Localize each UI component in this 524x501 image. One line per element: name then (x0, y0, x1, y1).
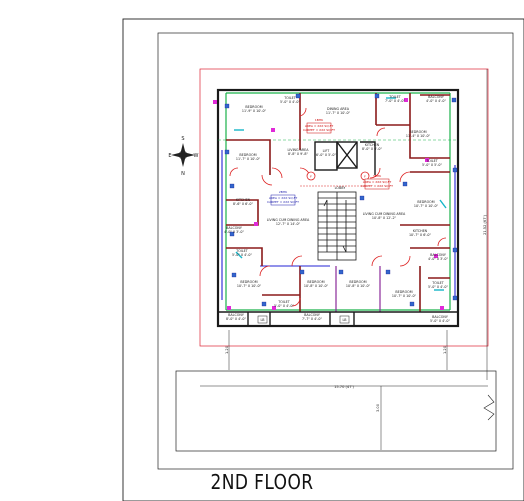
svg-text:LB: LB (342, 318, 347, 322)
building-outline (216, 88, 460, 328)
svg-text:4'-0" X 3'-0": 4'-0" X 3'-0" (224, 230, 244, 234)
svg-text:10'-7" X 6'-0": 10'-7" X 6'-0" (409, 233, 432, 237)
unit-tag-3: 3BHK AREA = XXX SQ.FT CARPET = XXX SQ.FT (361, 174, 393, 190)
svg-text:5'-0" X 4'-0": 5'-0" X 4'-0" (430, 319, 450, 323)
lb-boxes: LB LB (257, 315, 350, 324)
room-toilet-t1: TOILET (283, 96, 297, 100)
svg-text:8'-8" X 9'-8": 8'-8" X 9'-8" (288, 152, 308, 156)
svg-text:4'-0" X 4'-0": 4'-0" X 4'-0" (426, 99, 446, 103)
fire-marker-1 (306, 171, 316, 181)
svg-text:5'-0" X 4'-0": 5'-0" X 4'-0" (232, 253, 252, 257)
north-compass: S N E W (168, 136, 198, 177)
svg-text:2BHK: 2BHK (279, 190, 288, 194)
room-bedroom-bl: BEDROOM (240, 280, 257, 284)
depth-dimension: 21.52 (67') (483, 215, 487, 235)
svg-text:10'-7" X 10'-0": 10'-7" X 10'-0" (237, 284, 262, 288)
room-bedroom-tl: BEDROOM (245, 105, 262, 109)
room-toilet-ml: TOILET (235, 249, 249, 253)
room-toilet-br: TOILET (431, 281, 445, 285)
room-bedroom-ml: BEDROOM (239, 153, 256, 157)
svg-text:5'-0" X 4'-0": 5'-0" X 4'-0" (274, 304, 294, 308)
room-toilet-tr: TOILET (388, 95, 402, 99)
svg-text:10'-7" X 10'-0": 10'-7" X 10'-0" (414, 204, 439, 208)
unit-tag-1: 1BHK AREA = XXX SQ.FT CARPET = XXX SQ.FT (303, 118, 335, 134)
svg-text:AREA = XXX SQ.FT: AREA = XXX SQ.FT (363, 180, 392, 184)
svg-text:AREA = XXX SQ.FT: AREA = XXX SQ.FT (305, 124, 334, 128)
svg-text:10'-8" X 10'-0": 10'-8" X 10'-0" (346, 284, 371, 288)
plot-boundary (199, 68, 489, 347)
svg-text:CARPET = XXX SQ.FT: CARPET = XXX SQ.FT (361, 184, 393, 188)
svg-text:S: S (181, 136, 184, 142)
svg-text:8'-6" X 6'-0": 8'-6" X 6'-0" (233, 202, 253, 206)
room-living-top: LIVING AREA (288, 148, 310, 152)
svg-text:10'-7" X 10'-0": 10'-7" X 10'-0" (392, 294, 417, 298)
floor-title: 2ND FLOOR (210, 470, 314, 494)
svg-text:E: E (168, 153, 171, 159)
svg-text:AREA = XXX SQ.FT: AREA = XXX SQ.FT (269, 196, 298, 200)
svg-text:7'-7" X 4'-0": 7'-7" X 4'-0" (302, 317, 322, 321)
cyan-markers (234, 97, 447, 291)
svg-text:11'-7" X 10'-0": 11'-7" X 10'-0" (326, 111, 351, 115)
svg-text:12'-7" X 14'-0": 12'-7" X 14'-0" (276, 222, 301, 226)
room-bedroom-mr: BEDROOM (417, 200, 434, 204)
svg-text:F: F (364, 175, 366, 179)
svg-text:11'-4" X 10'-0": 11'-4" X 10'-0" (406, 134, 431, 138)
lobby-label: LOBBY (335, 186, 347, 190)
room-bedroom-tr: BEDROOM (409, 130, 426, 134)
unit-tag-2: 2BHK AREA = XXX SQ.FT CARPET = XXX SQ.FT (267, 190, 299, 206)
room-toilet-bc: TOILET (277, 300, 291, 304)
room-living-left: LIVING CUM DINING AREA (267, 218, 310, 222)
svg-text:8'-0" X 6'-0": 8'-0" X 6'-0" (362, 147, 382, 151)
room-bedroom-bc2: BEDROOM (349, 280, 366, 284)
staircase (317, 191, 357, 261)
room-balcony-ml: BALCONY (226, 226, 243, 230)
setback-right: 1.20 (443, 345, 447, 354)
room-bedroom-br: BEDROOM (395, 290, 412, 294)
svg-text:6'-0" X 5'-0": 6'-0" X 5'-0" (316, 153, 336, 157)
room-kitchen-right: KITCHEN (413, 229, 428, 233)
svg-text:F: F (310, 175, 312, 179)
svg-text:7'-0" X 4'-0": 7'-0" X 4'-0" (385, 99, 405, 103)
svg-text:CARPET = XXX SQ.FT: CARPET = XXX SQ.FT (303, 128, 335, 132)
sheet-border-outer (122, 18, 524, 501)
svg-text:5'-0" X 5'-0": 5'-0" X 5'-0" (422, 163, 442, 167)
room-balcony-br: BALCONY (432, 315, 449, 319)
setback-front: 3.00 (376, 403, 380, 412)
svg-text:10'-8" X 10'-0": 10'-8" X 10'-0" (304, 284, 329, 288)
svg-text:3BHK: 3BHK (373, 174, 382, 178)
svg-text:10'-8" X 12'-2": 10'-8" X 12'-2" (372, 216, 397, 220)
svg-text:5'-0" X 4'-0": 5'-0" X 4'-0" (280, 100, 300, 104)
window-markers (224, 93, 458, 307)
room-labels: BEDROOM 11'-9" X 10'-0" TOILET 5'-0" X 4… (224, 95, 450, 323)
room-lift: LIFT (323, 149, 331, 153)
svg-text:1BHK: 1BHK (315, 118, 324, 122)
ventilation-markers (213, 98, 444, 310)
room-living-right: LIVING CUM DINING AREA (363, 212, 406, 216)
room-balcony-bc: BALCONY (304, 313, 321, 317)
room-balcony-mr: BALCONY (430, 253, 447, 257)
room-dining-top: DINING AREA (327, 107, 350, 111)
svg-text:CARPET = XXX SQ.FT: CARPET = XXX SQ.FT (267, 200, 299, 204)
room-bedroom-bc1: BEDROOM (307, 280, 324, 284)
room-toilet-mr: TOILET (425, 159, 439, 163)
door-swings (229, 107, 447, 307)
room-kitchen-top: KITCHEN (365, 143, 380, 147)
svg-text:LB: LB (260, 318, 265, 322)
room-kitchen-left: KITCHEN (236, 198, 251, 202)
svg-text:8'-0" X 4'-0": 8'-0" X 4'-0" (226, 317, 246, 321)
svg-text:4'-0" X 3'-0": 4'-0" X 3'-0" (428, 257, 448, 261)
setback-left: 1.20 (225, 345, 229, 354)
width-dimension: 15.70 (47') (334, 385, 354, 389)
room-balcony-bl: BALCONY (228, 313, 245, 317)
room-balcony-tr: BALCONY (428, 95, 445, 99)
svg-text:W: W (194, 153, 199, 159)
svg-text:11'-9" X 10'-0": 11'-9" X 10'-0" (242, 109, 267, 113)
svg-text:11'-7" X 10'-0": 11'-7" X 10'-0" (236, 157, 261, 161)
svg-text:N: N (181, 171, 185, 177)
svg-text:5'-0" X 4'-0": 5'-0" X 4'-0" (428, 285, 448, 289)
sheet-border-inner (157, 32, 514, 470)
break-line (483, 394, 495, 421)
front-road-block (175, 370, 497, 452)
